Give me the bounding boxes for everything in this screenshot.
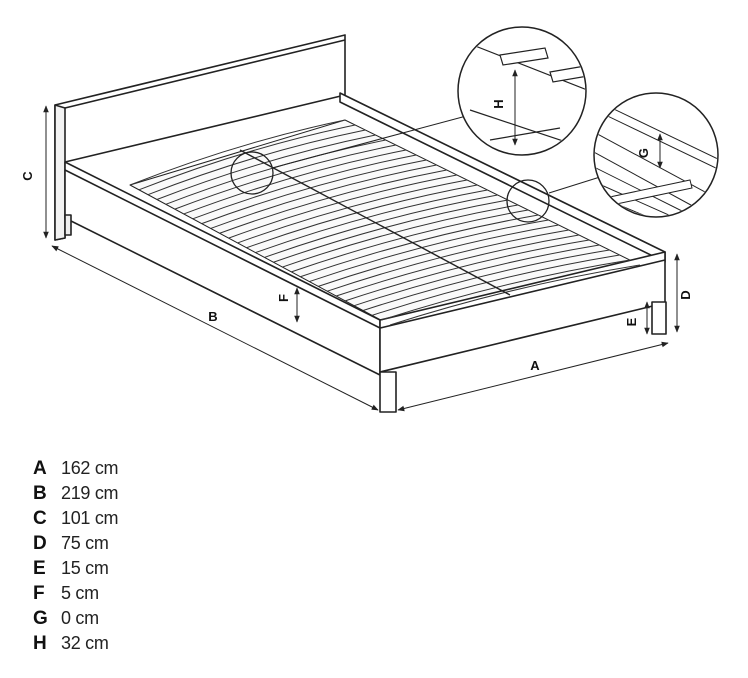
slat <box>210 164 437 229</box>
dimension-value: 101 cm <box>61 508 119 528</box>
dimension-letter: F <box>33 582 45 604</box>
dimension-letter: E <box>33 557 46 579</box>
leader-g <box>548 176 601 194</box>
slat <box>228 174 457 239</box>
dimension-row-a: A 162 cm <box>33 456 119 481</box>
dimension-value: 15 cm <box>61 558 109 578</box>
dimension-value: 75 cm <box>61 533 109 553</box>
detail-marker-g <box>506 179 550 223</box>
label-d: D <box>678 290 693 299</box>
dimension-row-g: G 0 cm <box>33 606 118 631</box>
label-c: C <box>20 171 35 181</box>
slat <box>362 249 610 311</box>
dimension-letter: H <box>33 632 47 654</box>
label-f: F <box>276 294 291 302</box>
headboard-side <box>54 104 66 241</box>
slat <box>371 254 620 316</box>
dimension-lines <box>43 105 680 412</box>
slat <box>246 184 478 249</box>
detail-marker-h <box>230 151 274 195</box>
detail-h-callout <box>457 26 587 156</box>
slat <box>201 159 427 225</box>
slat <box>237 179 468 244</box>
slat <box>353 244 600 307</box>
leg-front <box>379 371 397 413</box>
slat <box>147 129 366 196</box>
leader-h <box>271 114 471 169</box>
dimension-value: 162 cm <box>61 458 119 478</box>
leg-right <box>651 301 667 335</box>
dimension-row-e: E 15 cm <box>33 556 118 581</box>
dimension-row-c: C 101 cm <box>33 506 119 531</box>
label-e: E <box>624 317 639 326</box>
slat <box>129 119 346 186</box>
dimension-letter: B <box>33 482 47 504</box>
dimension-row-b: B 219 cm <box>33 481 119 506</box>
dimension-value: 219 cm <box>61 483 119 503</box>
dimension-letter: G <box>33 607 48 629</box>
dimension-letter: A <box>33 457 47 479</box>
label-g: G <box>636 148 651 158</box>
slat <box>156 134 376 200</box>
dimension-row-d: D 75 cm <box>33 531 118 556</box>
leg-back <box>64 214 72 236</box>
dimension-value: 0 cm <box>61 608 99 628</box>
dimension-value: 32 cm <box>61 633 109 653</box>
center-beam <box>239 149 511 296</box>
dimension-row-f: F 5 cm <box>33 581 118 606</box>
dimension-row-h: H 32 cm <box>33 631 118 656</box>
label-a: A <box>530 358 540 373</box>
slat <box>174 144 396 210</box>
dimension-value: 5 cm <box>61 583 99 603</box>
slat <box>219 169 447 234</box>
detail-g-callout <box>593 92 719 218</box>
dimension-letter: D <box>33 532 47 554</box>
slat <box>255 189 488 254</box>
label-h: H <box>491 99 506 108</box>
label-b: B <box>208 309 217 324</box>
dimension-letter: C <box>33 507 47 529</box>
slat <box>183 149 407 215</box>
slat <box>192 154 417 220</box>
slat <box>380 259 630 321</box>
slat <box>389 264 641 326</box>
